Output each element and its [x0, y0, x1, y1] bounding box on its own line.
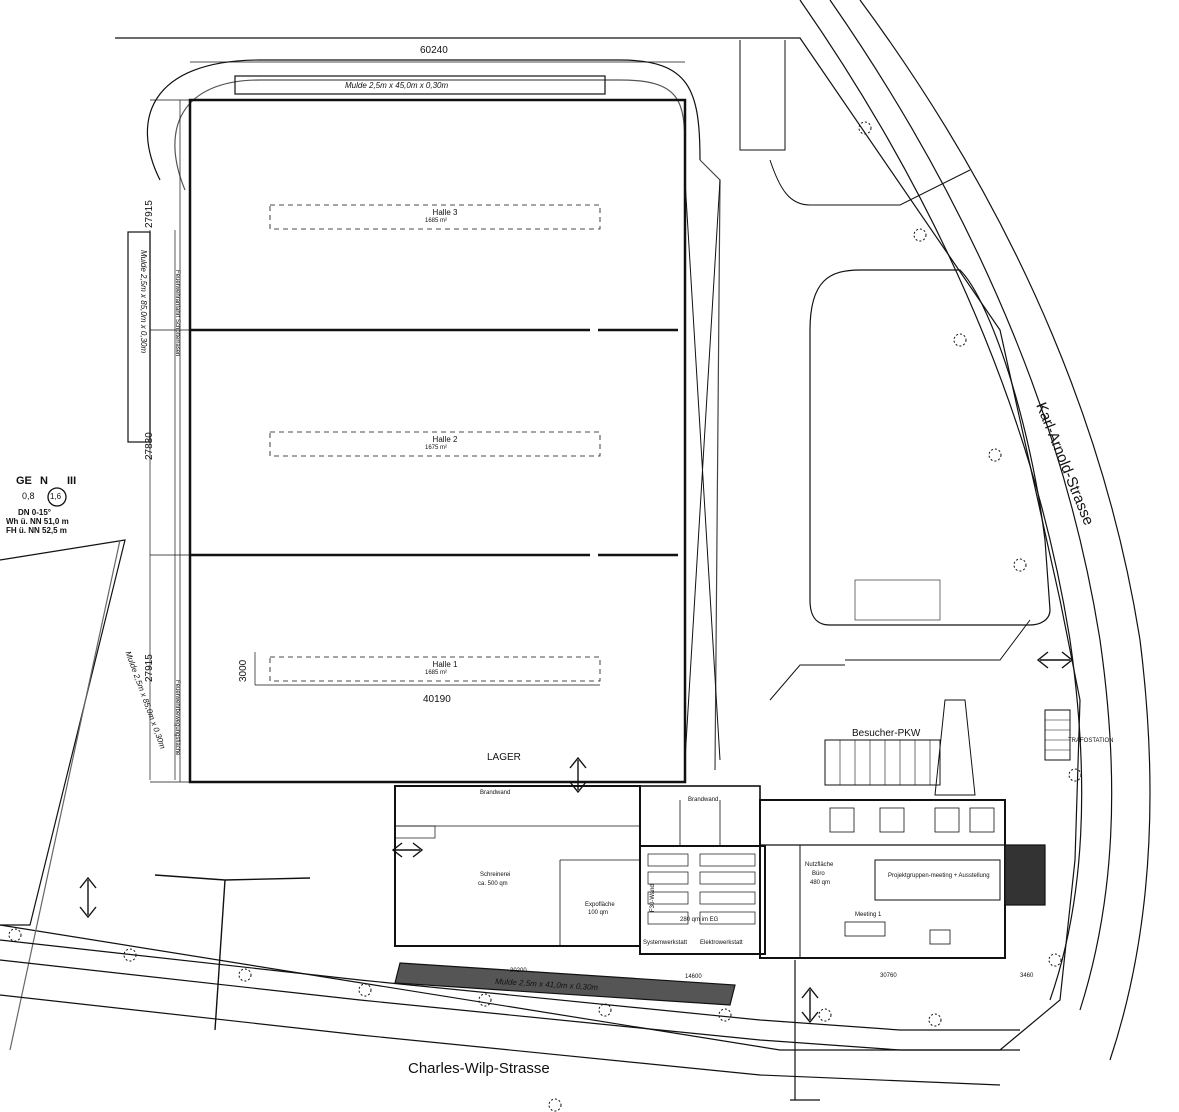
label-feuerwehr-2: Feuerwehrbewegungsfläche: [174, 680, 180, 756]
street-curb-south-1: [0, 939, 1020, 1031]
label-buero-area: 480 qm: [810, 880, 831, 886]
property-boundary: [0, 37, 1081, 1051]
double-arrow-2: [569, 756, 587, 794]
workshop-building: [394, 785, 641, 947]
street-curb-east-2: [829, 0, 1113, 1011]
label-feuerwehr-1: Feuerwehranfahrt Schotterrasen: [174, 270, 180, 357]
label-brandwand-2: Brandwand: [688, 797, 719, 803]
label-lager: LAGER: [487, 752, 521, 763]
dim-hall3-height: 27915: [144, 200, 155, 228]
hall-1-name: Halle 1: [432, 660, 458, 669]
label-buero: Büro: [812, 871, 825, 877]
street-curb-south-3: [0, 994, 1001, 1086]
hall-2-name: Halle 2: [432, 435, 458, 444]
zoning-grz: 0,8: [22, 491, 35, 501]
drive-to-building: [845, 619, 1031, 661]
double-arrow-4: [801, 986, 819, 1024]
dim-30760: 30760: [880, 973, 897, 979]
parking-hatched: [854, 579, 941, 621]
warehouse-building: [188, 98, 687, 784]
trafo-station: [1044, 709, 1071, 761]
label-brandwand-1: Brandwand: [480, 790, 511, 796]
label-f30-wand: F30-Wand: [650, 884, 656, 912]
label-schreinerei-area: ca. 500 qm: [478, 881, 508, 887]
label-elektrowerkstatt: Elektrowerkstatt: [700, 940, 743, 946]
label-nutzflaeche: Nutzfläche: [805, 862, 834, 868]
street-charles-wilp: Charles-Wilp-Strasse: [408, 1060, 550, 1077]
label-expoflaeche: Expofläche: [585, 902, 615, 908]
sewer-line: [154, 874, 311, 1031]
hall-3-area: 1685 m²: [425, 218, 448, 224]
mulde-top: [234, 75, 606, 95]
dim-hall1-height: 27915: [144, 654, 155, 682]
double-arrow-3: [391, 842, 424, 858]
label-schreinerei: Schreinerei: [480, 872, 511, 878]
hall-3-name: Halle 3: [432, 208, 458, 217]
double-arrow-5: [1036, 651, 1074, 669]
zoning-dn: DN 0-15°: [18, 508, 51, 517]
parking-lot-north: [809, 269, 1051, 626]
tree-markers: [8, 121, 1082, 1112]
dim-14600: 14600: [685, 974, 702, 980]
cross-bracing: [684, 179, 721, 761]
access-road: [146, 59, 701, 181]
ramp: [934, 699, 976, 796]
mulde-bottom: [394, 962, 736, 1006]
office-building: [759, 799, 1006, 959]
zoning-fh: FH ü. NN 52,5 m: [6, 526, 67, 535]
label-meeting-1: Meeting 1: [855, 912, 882, 918]
street-curb-south-2: [0, 959, 1020, 1051]
mulde-left-upper-label: Mulde 2,5m x 85,0m x 0,30m: [139, 250, 148, 354]
hall-2-area: 1675 m²: [425, 445, 448, 451]
zoning-gfz-circle: [47, 487, 67, 507]
double-arrow-1: [79, 876, 97, 919]
street-curb-east-1: [799, 0, 1083, 1001]
zoning-wh: Wh ü. NN 51,0 m: [6, 517, 69, 526]
mulde-left: [127, 231, 151, 443]
zoning-gfz: 1,6: [50, 492, 62, 501]
zoning-ge: GE: [16, 475, 32, 487]
stair-hatch: [1004, 844, 1046, 906]
meeting-table: [844, 921, 886, 937]
social-block: [639, 785, 761, 847]
eg-block: [639, 845, 766, 955]
mulde-top-label: Mulde 2,5m x 45,0m x 0,30m: [345, 81, 449, 90]
label-besucher-pkw: Besucher-PKW: [852, 728, 921, 739]
visitor-parking: [824, 739, 941, 786]
zoning-n: N: [40, 475, 48, 487]
label-expoflaeche-area: 100 qm: [588, 910, 609, 916]
dim-3460: 3460: [1020, 973, 1034, 979]
label-eg-area: 280 qm im EG: [680, 917, 719, 923]
label-trafostation: TRAFOSTATION: [1068, 738, 1114, 744]
street-curb-east-3: [859, 0, 1151, 1061]
dim-30200: 30200: [510, 968, 527, 974]
zoning-iii: III: [67, 475, 77, 487]
fire-lane-west: [149, 230, 176, 780]
label-systemwerkstatt: Systemwerkstatt: [643, 940, 688, 946]
label-projektgruppen: Projektgruppen-meeting + Ausstellung: [888, 873, 990, 879]
dim-strip: 3000: [238, 659, 249, 682]
site-route: [769, 159, 971, 206]
dim-hall2-height: 27830: [144, 432, 155, 460]
access-road-inner: [174, 79, 686, 191]
rack-strip-hall-1: [269, 656, 601, 682]
outer-road-west: [9, 539, 121, 1051]
rack-strip-hall-3: [269, 204, 601, 230]
hall-1-area: 1685 m²: [425, 670, 448, 676]
dim-hall-width: 40190: [423, 694, 451, 705]
dim-top-width: 60240: [420, 45, 448, 56]
property-boundary-west: [0, 539, 126, 926]
rack-strip-hall-2: [269, 431, 601, 457]
